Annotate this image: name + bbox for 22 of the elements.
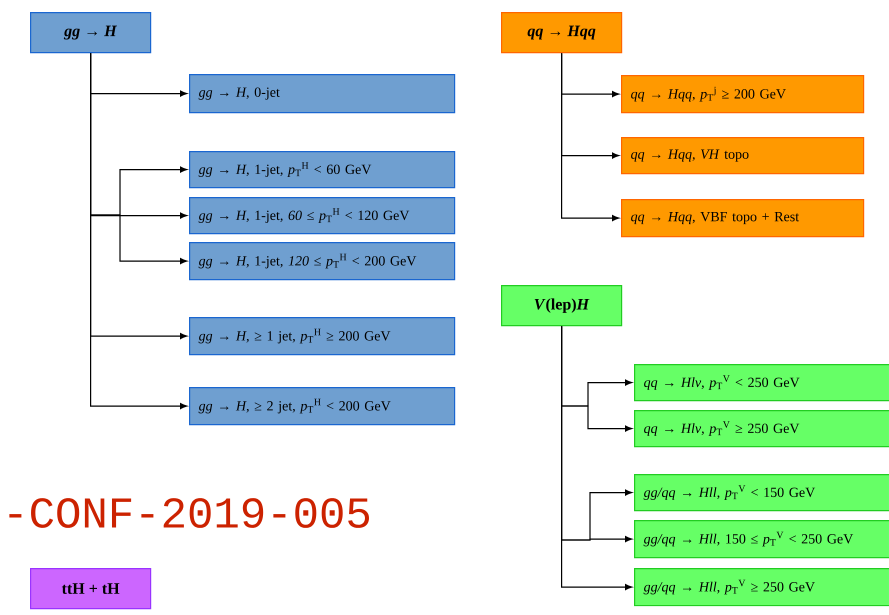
category-box: ttH + tH <box>30 568 152 610</box>
category-box: gg → H, ≥ 1 jet, p$_{T}$$^{H}$ ≥ 200 GeV <box>189 317 456 356</box>
category-box: gg → H <box>30 12 152 54</box>
category-box: gg → H, 1-jet, 120 ≤ p$_{T}$$^{H}$ < 200 GeV <box>189 242 456 280</box>
category-box: qq → Hlv, p$_{T}$$^{V}$ < 250 GeV <box>634 364 889 402</box>
category-box: qq → Hqq, VBF topo + Rest <box>621 199 864 238</box>
category-box: qq → Hqq, p$_{T}$$^{j}$ ≥ 200 GeV <box>621 75 864 114</box>
category-box: qq → Hlv, p$_{T}$$^{V}$ ≥ 250 GeV <box>634 410 889 448</box>
category-box: gg → H, 0-jet <box>189 74 456 114</box>
category-box: gg → H, 1-jet, p$_{T}$$^{H}$ < 60 GeV <box>189 151 456 188</box>
category-box: gg/qq → Hll, p$_{T}$$^{V}$ < 150 GeV <box>634 474 889 512</box>
arrow <box>90 53 188 410</box>
category-box: qq → Hqq, VH topo <box>621 137 864 174</box>
category-box: gg → H, 1-jet, 60 ≤ p$_{T}$$^{H}$ < 120 GeV <box>189 197 456 234</box>
category-box: qq → Hqq <box>501 12 622 54</box>
category-box: gg/qq → Hll, 150 ≤ p$_{T}$$^{V}$ < 250 GeV <box>634 520 889 558</box>
arrow <box>561 326 632 590</box>
arrow <box>561 53 620 222</box>
category-box: gg → H, ≥ 2 jet, p$_{T}$$^{H}$ < 200 GeV <box>189 387 456 426</box>
document-id: -CONF-2019-005 <box>9 498 369 528</box>
category-box: gg/qq → Hll, p$_{T}$$^{V}$ ≥ 250 GeV <box>634 568 889 606</box>
category-box: V(lep)H <box>501 285 622 326</box>
